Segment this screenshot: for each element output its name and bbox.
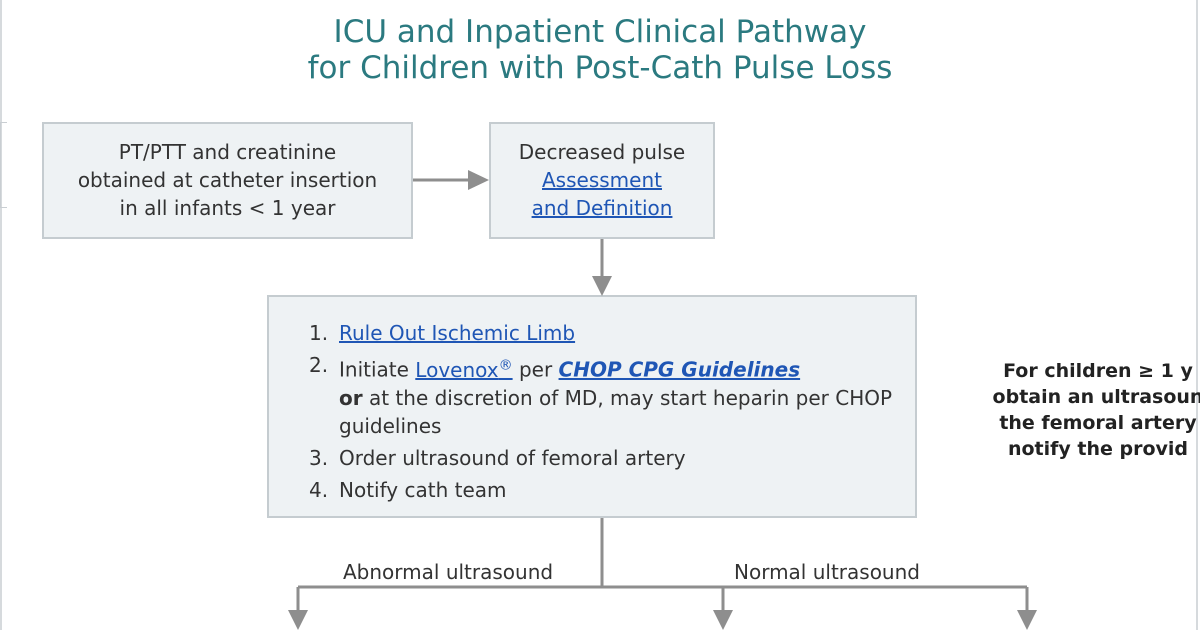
step-2-number: 2. [309,353,329,377]
step-2-initiate: Initiate [339,357,416,382]
older-children-note-line-4: notify the provid [1007,438,1189,460]
arrowhead-down-right [1017,610,1037,630]
page-title-line-1: ICU and Inpatient Clinical Pathway [333,14,867,50]
left-edge-marker [0,122,7,208]
definition-link[interactable]: and Definition [531,196,673,220]
step-4-number: 4. [309,477,329,502]
arrowhead-down-steps [592,276,612,296]
arrowhead-right [468,170,489,190]
older-children-note-line-2: obtain an ultrasoun [992,386,1200,408]
left-page-edge [0,0,2,630]
lovenox-link[interactable]: Lovenox® [415,357,513,382]
initial-labs-line-3: in all infants < 1 year [119,196,336,220]
right-page-edge [1196,0,1198,630]
normal-ultrasound-label: Normal ultrasound [734,560,920,584]
chop-cpg-guidelines-link[interactable]: CHOP CPG Guidelines [558,357,801,382]
arrowhead-down-left [288,610,308,630]
step-2-or: or [339,385,363,410]
step-3-number: 3. [309,445,329,470]
abnormal-ultrasound-label: Abnormal ultrasound [343,560,554,584]
step-4-text: Notify cath team [339,477,507,502]
step-1-number: 1. [309,321,329,345]
step-4: 4. Notify cath team [309,476,895,504]
step-3: 3. Order ultrasound of femoral artery [309,444,895,472]
pathway-steps-box: 1. Rule Out Ischemic Limb 2. Initiate Lo… [267,295,917,518]
initial-labs-line-2: obtained at catheter insertion [77,168,378,192]
step-1: 1. Rule Out Ischemic Limb [309,319,895,347]
lovenox-link-text: Lovenox [415,357,499,382]
older-children-note-line-3: the femoral artery [999,412,1197,434]
decreased-pulse-label: Decreased pulse [518,140,686,164]
assessment-link[interactable]: Assessment [542,168,662,192]
older-children-note-line-1: For children ≥ 1 y [1003,360,1193,382]
initial-labs-line-1: PT/PTT and creatinine [118,140,337,164]
arrowhead-down-middle [713,610,733,630]
page-title-line-2: for Children with Post-Cath Pulse Loss [307,50,893,86]
step-3-text: Order ultrasound of femoral artery [339,445,686,470]
step-2-per: per [512,357,559,382]
step-2: 2. Initiate Lovenox® per CHOP CPG Guidel… [309,351,895,440]
older-children-note: For children ≥ 1 y obtain an ultrasoun t… [948,358,1200,462]
registered-mark: ® [498,357,513,373]
rule-out-ischemic-limb-link[interactable]: Rule Out Ischemic Limb [339,321,576,345]
decreased-pulse-box: Decreased pulse Assessment and Definitio… [489,122,715,239]
step-2-heparin-text: at the discretion of MD, may start hepar… [339,385,893,438]
initial-labs-box: PT/PTT and creatinine obtained at cathet… [42,122,413,239]
